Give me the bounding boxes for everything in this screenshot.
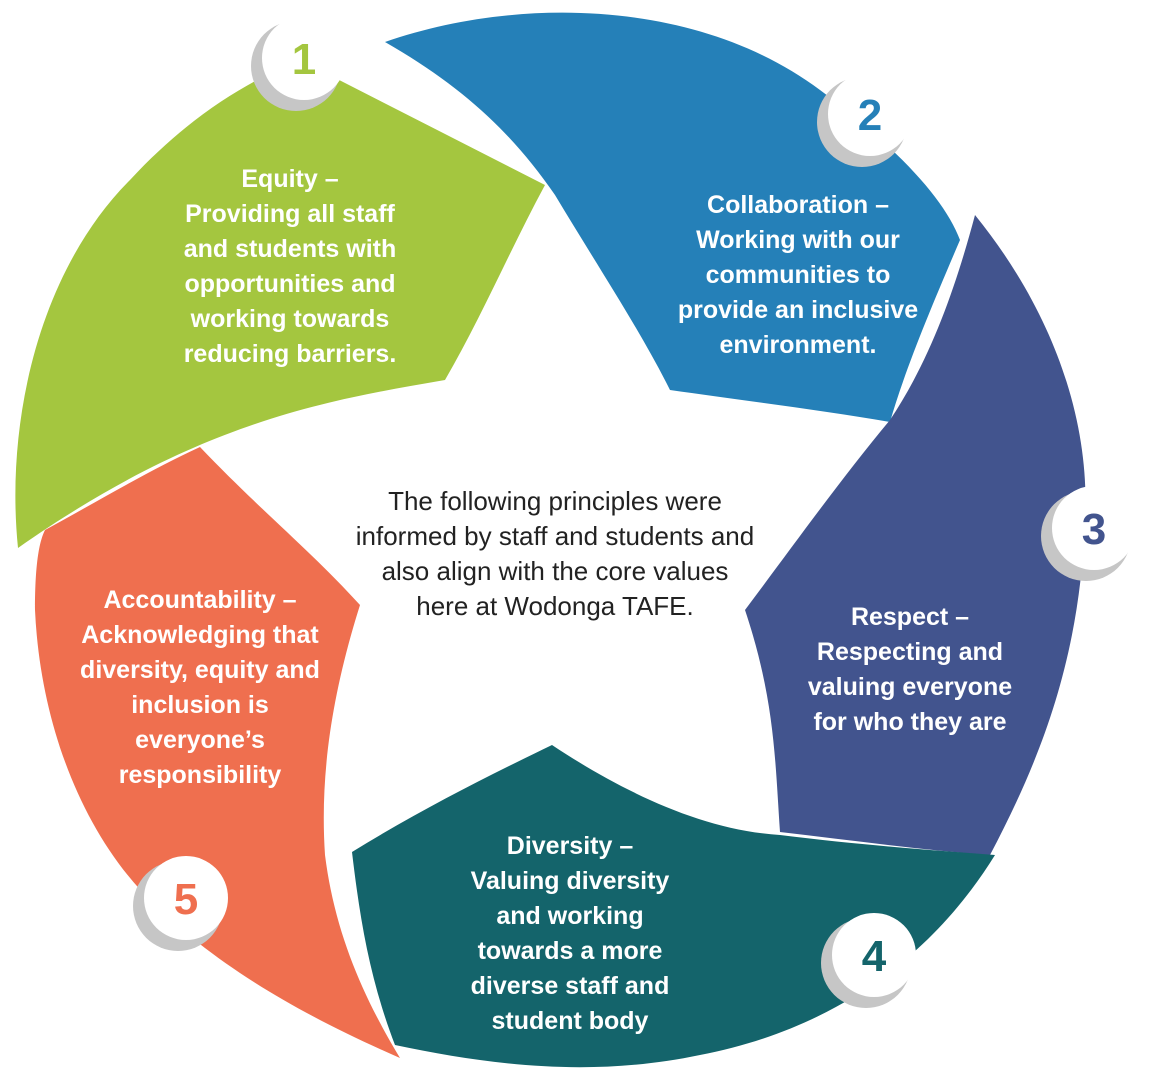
diversity-title: Diversity – <box>506 832 634 860</box>
segment-accountability <box>35 447 400 1058</box>
badge-2: 2 <box>817 72 912 167</box>
accountability-title: Accountability – <box>103 586 297 614</box>
respect-description: Respecting and valuing everyone for who … <box>807 638 1013 736</box>
equity-description: Providing all staff and students with op… <box>183 200 397 368</box>
accountability-description: Acknowledging that diversity, equity and… <box>80 621 320 789</box>
diversity-description: Valuing diversity and working towards a … <box>470 867 670 1035</box>
accountability-text: Accountability – Acknowledging that dive… <box>80 583 320 793</box>
equity-text: Equity – Providing all staff and student… <box>160 162 420 372</box>
respect-title: Respect – <box>850 603 970 631</box>
collaboration-title: Collaboration – <box>707 191 889 219</box>
respect-text: Respect – Respecting and valuing everyon… <box>790 600 1030 740</box>
diversity-text: Diversity – Valuing diversity and workin… <box>450 829 690 1039</box>
collaboration-description: Working with our communities to provide … <box>677 226 919 359</box>
center-text: The following principles were informed b… <box>355 486 755 621</box>
badge-5: 5 <box>133 856 228 951</box>
segment-respect <box>745 215 1086 855</box>
badge-1: 1 <box>251 16 346 111</box>
badge-number-3: 3 <box>1082 505 1106 554</box>
badge-number-2: 2 <box>858 91 882 140</box>
collaboration-text: Collaboration – Working with our communi… <box>658 188 938 363</box>
badge-number-5: 5 <box>174 875 198 924</box>
segment-collaboration <box>385 12 960 422</box>
segment-equity <box>15 60 545 548</box>
equity-title: Equity – <box>241 165 339 193</box>
badge-number-1: 1 <box>292 35 316 84</box>
badge-3: 3 <box>1041 486 1136 581</box>
badge-number-4: 4 <box>862 932 887 981</box>
badge-4: 4 <box>821 913 916 1008</box>
